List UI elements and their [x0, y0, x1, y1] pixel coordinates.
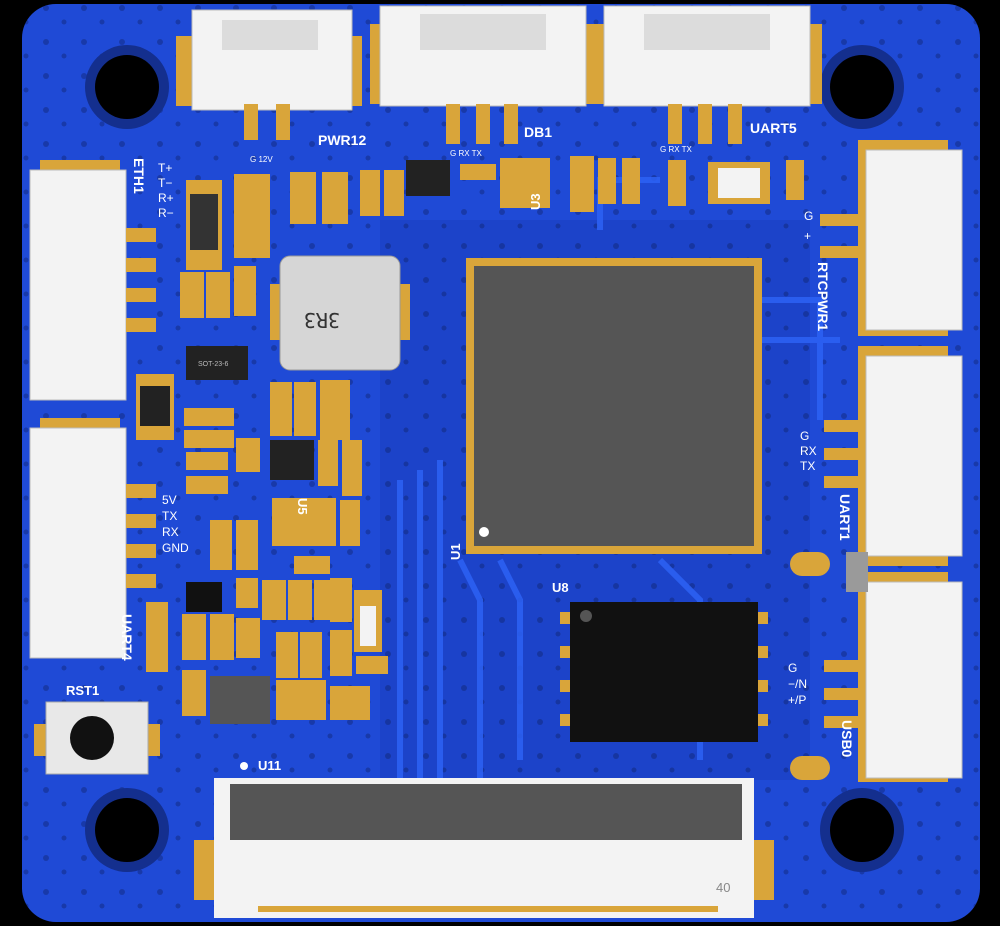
- label-usb0-p: +/P: [788, 693, 806, 707]
- label-uart5-pins: G RX TX: [660, 145, 693, 154]
- mounting-hole-tl: [85, 45, 169, 129]
- diode: [140, 386, 170, 426]
- label-eth1-rp: R+: [158, 191, 174, 205]
- fpc-connector-40: [194, 778, 774, 918]
- connector-uart5: [596, 5, 822, 144]
- label-fpc-pin: 40: [716, 880, 730, 895]
- label-usb0: USB0: [839, 720, 855, 758]
- chip-small-3: [406, 160, 450, 196]
- label-rtc-g: G: [804, 209, 813, 223]
- label-uart4: UART4: [119, 614, 135, 661]
- cap-large-body: [190, 194, 218, 250]
- label-eth1-rm: R−: [158, 206, 174, 220]
- inductor-3r3: [270, 255, 410, 371]
- chip-small-2: [186, 582, 222, 612]
- label-pwr12: PWR12: [318, 132, 366, 148]
- connector-rtcpwr1: [820, 140, 963, 336]
- usb-shield-pad-top: [790, 552, 830, 576]
- connector-uart1: [824, 346, 963, 566]
- label-uart4-tx: TX: [162, 509, 177, 523]
- label-uart4-rx: RX: [162, 525, 179, 539]
- label-eth1-tm: T−: [158, 176, 172, 190]
- label-eth1-tp: T+: [158, 161, 172, 175]
- connector-pwr12: [176, 9, 362, 140]
- chip-u1: [466, 258, 762, 554]
- label-db1: DB1: [524, 124, 552, 140]
- connector-uart4: [29, 418, 156, 659]
- chip-u5: [272, 498, 336, 546]
- passive-components: [146, 156, 804, 720]
- label-u5: U5: [295, 498, 310, 515]
- label-u3: U3: [528, 193, 543, 210]
- label-u1: U1: [448, 543, 463, 560]
- label-inductor: 3R3: [304, 308, 340, 332]
- usb-shield-part: [846, 552, 868, 592]
- label-eth1: ETH1: [131, 158, 147, 194]
- label-sot: SOT-23-6: [198, 361, 228, 368]
- label-uart1: UART1: [837, 494, 853, 541]
- label-rtcpwr1: RTCPWR1: [815, 262, 831, 331]
- cap-large-2: [234, 174, 270, 258]
- trace-group: [397, 177, 840, 900]
- label-uart1-rx: RX: [800, 444, 817, 458]
- label-rst1: RST1: [66, 683, 99, 698]
- label-u8: U8: [552, 580, 569, 595]
- connector-usb0: [824, 572, 963, 782]
- label-pwr12-pins: G 12V: [250, 155, 273, 164]
- label-db1-pins: G RX TX: [450, 149, 483, 158]
- label-rtc-plus: +: [804, 229, 811, 243]
- part-u4-body: [360, 606, 376, 646]
- label-usb0-g: G: [788, 661, 797, 675]
- u11-pin1-marker: [240, 762, 248, 770]
- reset-button: [34, 701, 160, 775]
- label-uart4-5v: 5V: [162, 493, 177, 507]
- usb-shield-pad-bottom: [790, 756, 830, 780]
- connector-eth1: [29, 160, 156, 401]
- chip-u8: [560, 602, 768, 742]
- label-u11: U11: [258, 758, 281, 773]
- crystal: [718, 168, 760, 198]
- chip-sot: [186, 346, 248, 380]
- chip-small: [270, 440, 314, 480]
- connector-db1: [370, 5, 596, 144]
- mounting-hole-br: [820, 788, 904, 872]
- label-usb0-n: −/N: [788, 677, 807, 691]
- chip-sq: [210, 676, 270, 724]
- label-uart1-g: G: [800, 429, 809, 443]
- mounting-hole-bl: [85, 788, 169, 872]
- chip-u3: [500, 158, 550, 208]
- label-uart1-tx: TX: [800, 459, 815, 473]
- mounting-hole-tr: [820, 45, 904, 129]
- label-uart4-gnd: GND: [162, 541, 189, 555]
- label-uart5: UART5: [750, 120, 797, 136]
